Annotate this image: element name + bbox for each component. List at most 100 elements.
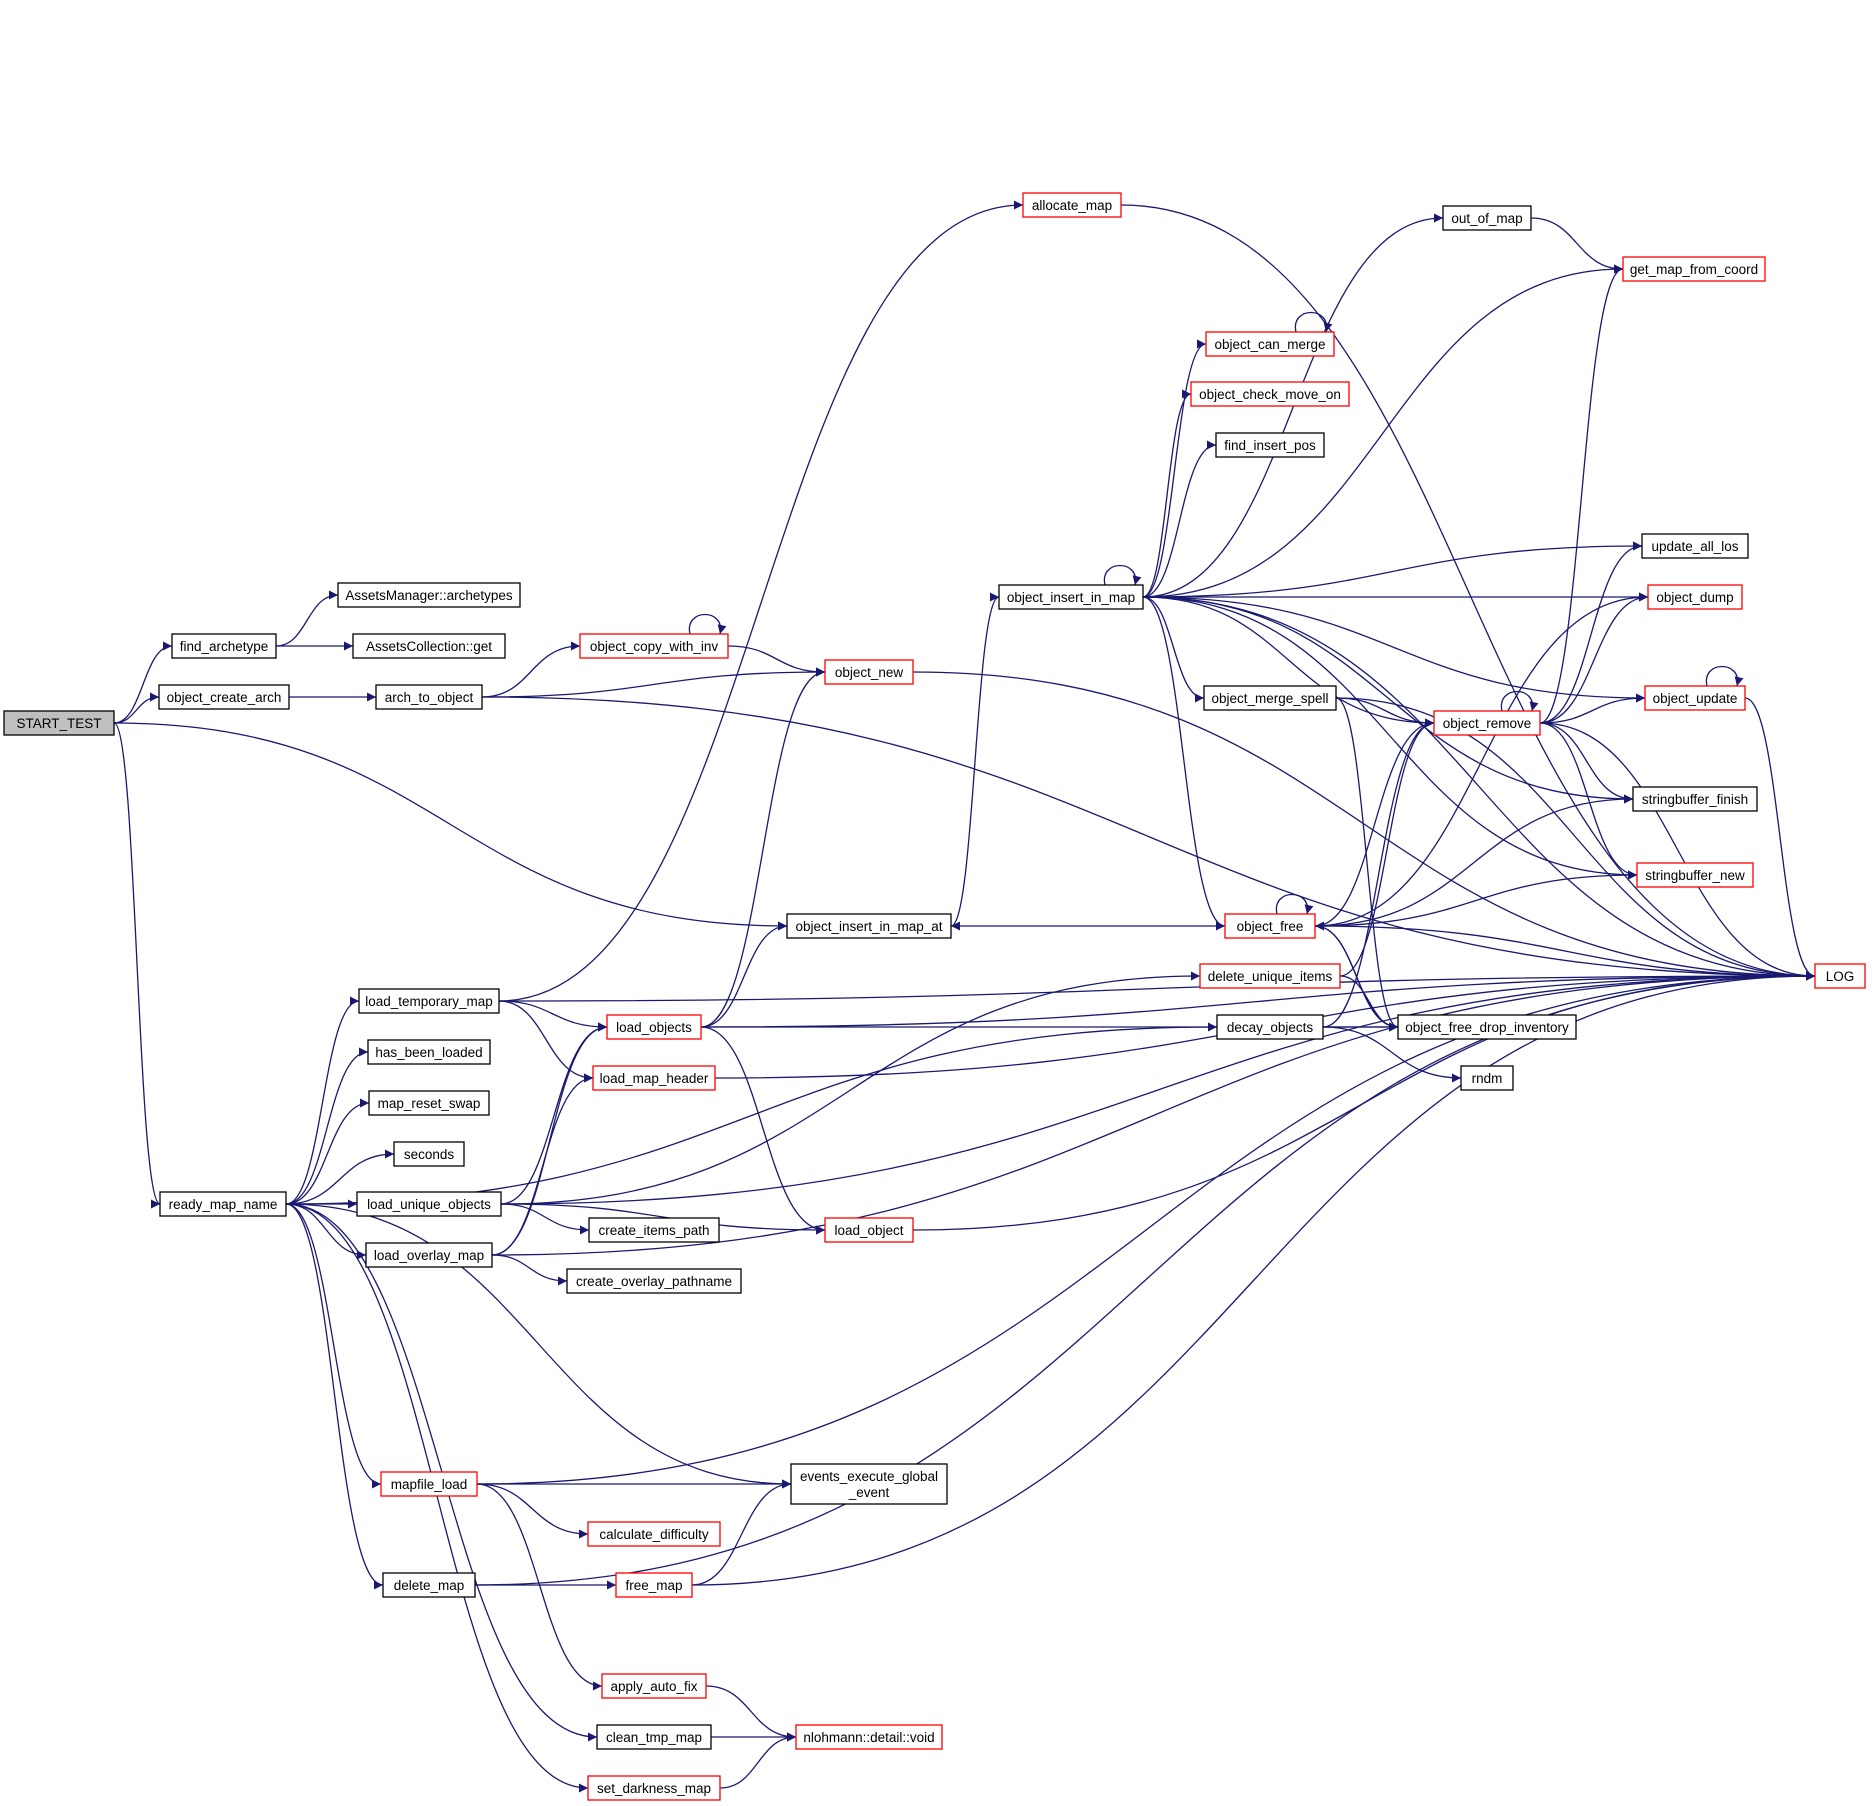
node-load-overlay-map[interactable]: load_overlay_map <box>365 1242 493 1268</box>
node-nlohmann-detail-void[interactable]: nlohmann::detail::void <box>795 1724 943 1750</box>
node-events-execute-global-event[interactable]: events_execute_global_event <box>790 1463 948 1505</box>
node-assetsmanager-archetypes[interactable]: AssetsManager::archetypes <box>337 582 521 608</box>
node-object-create-arch[interactable]: object_create_arch <box>158 684 290 710</box>
node-stringbuffer-finish[interactable]: stringbuffer_finish <box>1632 786 1758 812</box>
node-label: object_can_merge <box>1214 337 1325 352</box>
node-find-archetype[interactable]: find_archetype <box>171 633 277 659</box>
edge-load-temporary-map-to-load-map-header <box>498 1000 594 1083</box>
edge-start-test-to-ready-map-name <box>113 722 161 1209</box>
node-object-can-merge[interactable]: object_can_merge <box>1205 331 1335 357</box>
node-set-darkness-map[interactable]: set_darkness_map <box>587 1775 721 1801</box>
node-delete-unique-items[interactable]: delete_unique_items <box>1199 963 1341 989</box>
node-apply-auto-fix[interactable]: apply_auto_fix <box>601 1673 707 1699</box>
node-allocate-map[interactable]: allocate_map <box>1022 192 1122 218</box>
node-object-check-move-on[interactable]: object_check_move_on <box>1190 381 1350 407</box>
node-create-items-path[interactable]: create_items_path <box>588 1217 720 1243</box>
edge-load-temporary-map-to-allocate-map <box>498 200 1024 1002</box>
node-box <box>382 1572 476 1598</box>
node-object-copy-with-inv[interactable]: object_copy_with_inv <box>579 633 729 659</box>
node-object-free[interactable]: object_free <box>1224 913 1316 939</box>
edge-decay-objects-to-object-remove <box>1322 718 1435 1028</box>
node-rndm[interactable]: rndm <box>1460 1065 1514 1091</box>
edge-set-darkness-map-to-nlohmann-detail-void <box>719 1732 797 1789</box>
node-label: free_map <box>625 1578 682 1593</box>
node-create-overlay-pathname[interactable]: create_overlay_pathname <box>566 1268 742 1294</box>
node-label: object_free_drop_inventory <box>1405 1020 1569 1035</box>
edge-load-unique-objects-to-log <box>500 971 1816 1205</box>
node-has-been-loaded[interactable]: has_been_loaded <box>367 1039 491 1065</box>
node-clean-tmp-map[interactable]: clean_tmp_map <box>596 1724 712 1750</box>
node-find-insert-pos[interactable]: find_insert_pos <box>1215 432 1325 458</box>
node-stringbuffer-new[interactable]: stringbuffer_new <box>1636 862 1754 888</box>
node-get-map-from-coord[interactable]: get_map_from_coord <box>1622 256 1766 282</box>
edge-object-remove-to-stringbuffer-finish <box>1539 722 1634 804</box>
node-load-temporary-map[interactable]: load_temporary_map <box>358 988 500 1014</box>
node-load-unique-objects[interactable]: load_unique_objects <box>356 1191 502 1217</box>
node-object-merge-spell[interactable]: object_merge_spell <box>1203 685 1337 711</box>
node-label: events_execute_global <box>800 1469 938 1484</box>
node-label: load_map_header <box>600 1071 709 1086</box>
edge-start-test-to-object-create-arch <box>113 692 160 724</box>
node-box <box>1397 1014 1577 1040</box>
edge-ready-map-name-to-mapfile-load <box>285 1203 382 1489</box>
node-update-all-los[interactable]: update_all_los <box>1641 533 1749 559</box>
node-calculate-difficulty[interactable]: calculate_difficulty <box>587 1521 721 1547</box>
edge-free-map-to-events-execute-global-event <box>691 1479 792 1586</box>
node-label: delete_map <box>394 1578 465 1593</box>
edge-object-insert-in-map-to-find-insert-pos <box>1142 440 1217 598</box>
edge-mapfile-load-to-log <box>476 971 1816 1485</box>
edge-object-insert-in-map-to-object-merge-spell <box>1142 596 1205 703</box>
node-box <box>601 1673 707 1699</box>
edge-load-overlay-map-to-create-overlay-pathname <box>491 1254 568 1286</box>
edge-load-objects-to-load-object <box>700 1026 826 1235</box>
node-map-reset-swap[interactable]: map_reset_swap <box>368 1090 490 1116</box>
node-object-new[interactable]: object_new <box>824 659 914 685</box>
node-object-dump[interactable]: object_dump <box>1647 584 1743 610</box>
node-box <box>1205 331 1335 357</box>
edge-object-free-to-stringbuffer-new <box>1314 870 1638 927</box>
node-label: object_new <box>835 665 904 680</box>
edge-ready-map-name-to-events-execute-global-event <box>285 1203 792 1489</box>
node-decay-objects[interactable]: decay_objects <box>1216 1014 1324 1040</box>
node-load-map-header[interactable]: load_map_header <box>592 1065 716 1091</box>
edge-start-test-to-object-insert-in-map-at <box>113 722 788 931</box>
node-box <box>3 710 115 736</box>
edge-object-insert-in-map-to-object-can-merge <box>1142 339 1207 598</box>
node-box <box>579 633 729 659</box>
node-object-update[interactable]: object_update <box>1644 685 1746 711</box>
node-box <box>352 633 506 659</box>
node-label: load_unique_objects <box>367 1197 491 1212</box>
node-assetscollection-get[interactable]: AssetsCollection::get <box>352 633 506 659</box>
node-box <box>1216 1014 1324 1040</box>
node-free-map[interactable]: free_map <box>615 1572 693 1598</box>
node-object-insert-in-map-at[interactable]: object_insert_in_map_at <box>786 913 952 939</box>
node-delete-map[interactable]: delete_map <box>382 1572 476 1598</box>
node-start-test[interactable]: START_TEST <box>3 710 115 736</box>
edge-find-archetype-to-assetsmanager-archetypes <box>275 590 339 647</box>
node-out-of-map[interactable]: out_of_map <box>1442 205 1532 231</box>
edge-object-free-to-object-free <box>1275 893 1314 915</box>
edge-free-map-to-log <box>691 971 1816 1586</box>
node-box <box>337 582 521 608</box>
node-load-object[interactable]: load_object <box>824 1217 914 1243</box>
node-log[interactable]: LOG <box>1814 963 1866 989</box>
node-box <box>367 1039 491 1065</box>
node-ready-map-name[interactable]: ready_map_name <box>159 1191 287 1217</box>
edge-delete-unique-items-to-object-remove <box>1339 718 1435 977</box>
node-box <box>824 1217 914 1243</box>
node-box <box>587 1521 721 1547</box>
edge-load-temporary-map-to-log <box>498 971 1816 1002</box>
node-box <box>365 1242 493 1268</box>
node-seconds[interactable]: seconds <box>393 1141 465 1167</box>
edge-object-insert-in-map-to-stringbuffer-new <box>1142 596 1638 880</box>
node-label: nlohmann::detail::void <box>803 1730 934 1745</box>
node-load-objects[interactable]: load_objects <box>606 1014 702 1040</box>
node-box <box>368 1090 490 1116</box>
node-object-insert-in-map[interactable]: object_insert_in_map <box>998 584 1144 610</box>
node-object-free-drop-inventory[interactable]: object_free_drop_inventory <box>1397 1014 1577 1040</box>
node-arch-to-object[interactable]: arch_to_object <box>375 684 483 710</box>
edge-load-overlay-map-to-log <box>491 971 1816 1256</box>
node-object-remove[interactable]: object_remove <box>1433 710 1541 736</box>
node-mapfile-load[interactable]: mapfile_load <box>380 1471 478 1497</box>
edge-ready-map-name-to-seconds <box>285 1149 395 1205</box>
